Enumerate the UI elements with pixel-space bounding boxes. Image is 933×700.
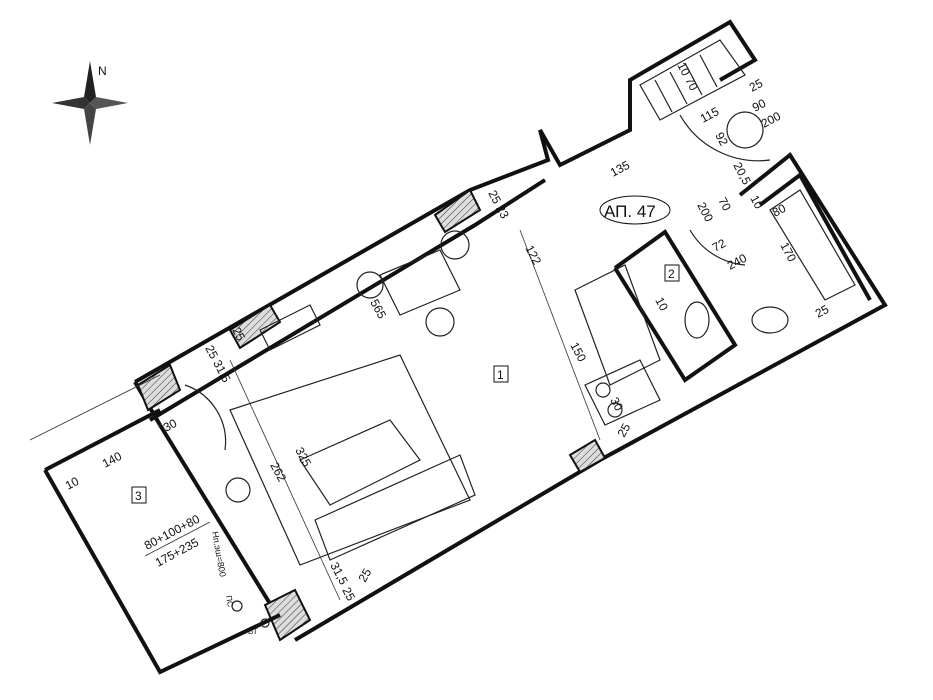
dimensions-d262-label: 262 (267, 460, 289, 485)
compass-rose-icon: N (52, 61, 128, 145)
walls (133, 19, 888, 642)
dimensions-d30b-label: 30 (607, 395, 626, 414)
dimensions-d70-label: 70 (715, 195, 734, 214)
dimensions-d25-31-5-label: 25 31,5 (202, 343, 233, 385)
dimensions-d25b-label: 25 (813, 302, 832, 321)
dimensions-d115-label: 115 (698, 104, 722, 125)
dimensions-d20-5-label: 20,5 (730, 160, 753, 187)
rooms-2-label: 3 (135, 489, 142, 503)
dimensions-d30a-label: 30 (161, 416, 180, 435)
room-numbers: 1 2 3 (131, 264, 680, 504)
dimensions-d10c-label: 10 (63, 474, 82, 493)
rooms-1-label: 2 (668, 267, 675, 281)
dimensions-d90-label: 90 (750, 96, 769, 115)
dimensions-d240-label: 240 (725, 251, 750, 273)
dimensions-d10b-label: 10 (652, 295, 671, 314)
dimensions-d325-label: 325 (292, 445, 314, 470)
dimensions-d92-label: 92 (712, 130, 731, 149)
dimensions-d10a-label: 10 (747, 193, 766, 212)
rooms-0-label: 1 (497, 368, 504, 382)
dimensions-d150-label: 150 (567, 340, 589, 365)
dimensions-d25f-label: 25 (614, 421, 633, 440)
dimensions-d135-label: 135 (608, 158, 633, 180)
balcony-note: 80+100+80 175+235 Нп.эш=800 (142, 512, 228, 578)
balcony (29, 374, 281, 675)
compass-north-label: N (98, 64, 107, 78)
furniture (184, 111, 856, 601)
dimensions-d25d-label: 25 (339, 585, 358, 604)
dimensions-d80-label: 80 (770, 201, 789, 220)
symbols-bt-label: ВТ (248, 627, 258, 636)
dimensions-d25c-label: 25 (229, 325, 248, 344)
dimensions-d25a-label: 25 (747, 76, 766, 95)
dimensions-d170-label: 170 (777, 240, 799, 265)
dimensions-d25e-label: 25 (355, 566, 374, 585)
dimensions-d565-label: 565 (367, 297, 389, 322)
dimensions-d200b-label: 200 (694, 200, 716, 225)
staircase (639, 39, 746, 121)
dimensions-d140-label: 140 (100, 449, 125, 471)
dimensions-d72-label: 72 (710, 236, 729, 255)
apartment-label: АП. 47 (599, 195, 671, 225)
height-note-label: Нп.эш=800 (210, 531, 228, 578)
balcony-symbols: ПС ВТ (224, 595, 270, 636)
dimensions-d122-label: 122 (522, 243, 544, 268)
apartment-label-label: АП. 47 (604, 202, 656, 221)
dimensions-d31-5-label: 31,5 (327, 560, 350, 587)
symbols-pc-label: ПС (224, 595, 235, 608)
